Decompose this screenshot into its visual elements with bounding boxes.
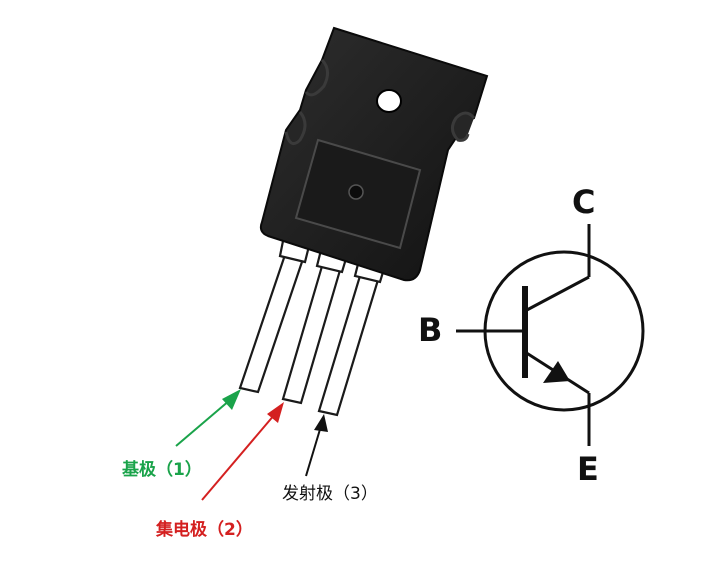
transistor-body [259, 26, 489, 282]
collector-diagonal [524, 275, 590, 313]
collector-label: 集电极（2） [156, 520, 253, 540]
terminal-e-label: E [577, 450, 599, 488]
npn-symbol [456, 224, 645, 446]
emitter-label: 发射极（3） [282, 484, 378, 504]
base-label: 基极（1） [122, 460, 202, 480]
emitter-arrow-head [543, 361, 570, 383]
collector-arrow [201, 402, 284, 501]
pointer-arrows [175, 389, 328, 501]
body-edge-highlight [284, 58, 329, 146]
transistor-package [238, 26, 489, 417]
terminal-c-label: C [572, 183, 596, 221]
body-dimple [348, 184, 364, 200]
mounting-hole [376, 89, 402, 113]
emitter-arrow [305, 414, 328, 477]
terminal-b-label: B [418, 311, 443, 349]
base-arrow [175, 389, 241, 447]
body-right-notch [451, 111, 476, 142]
